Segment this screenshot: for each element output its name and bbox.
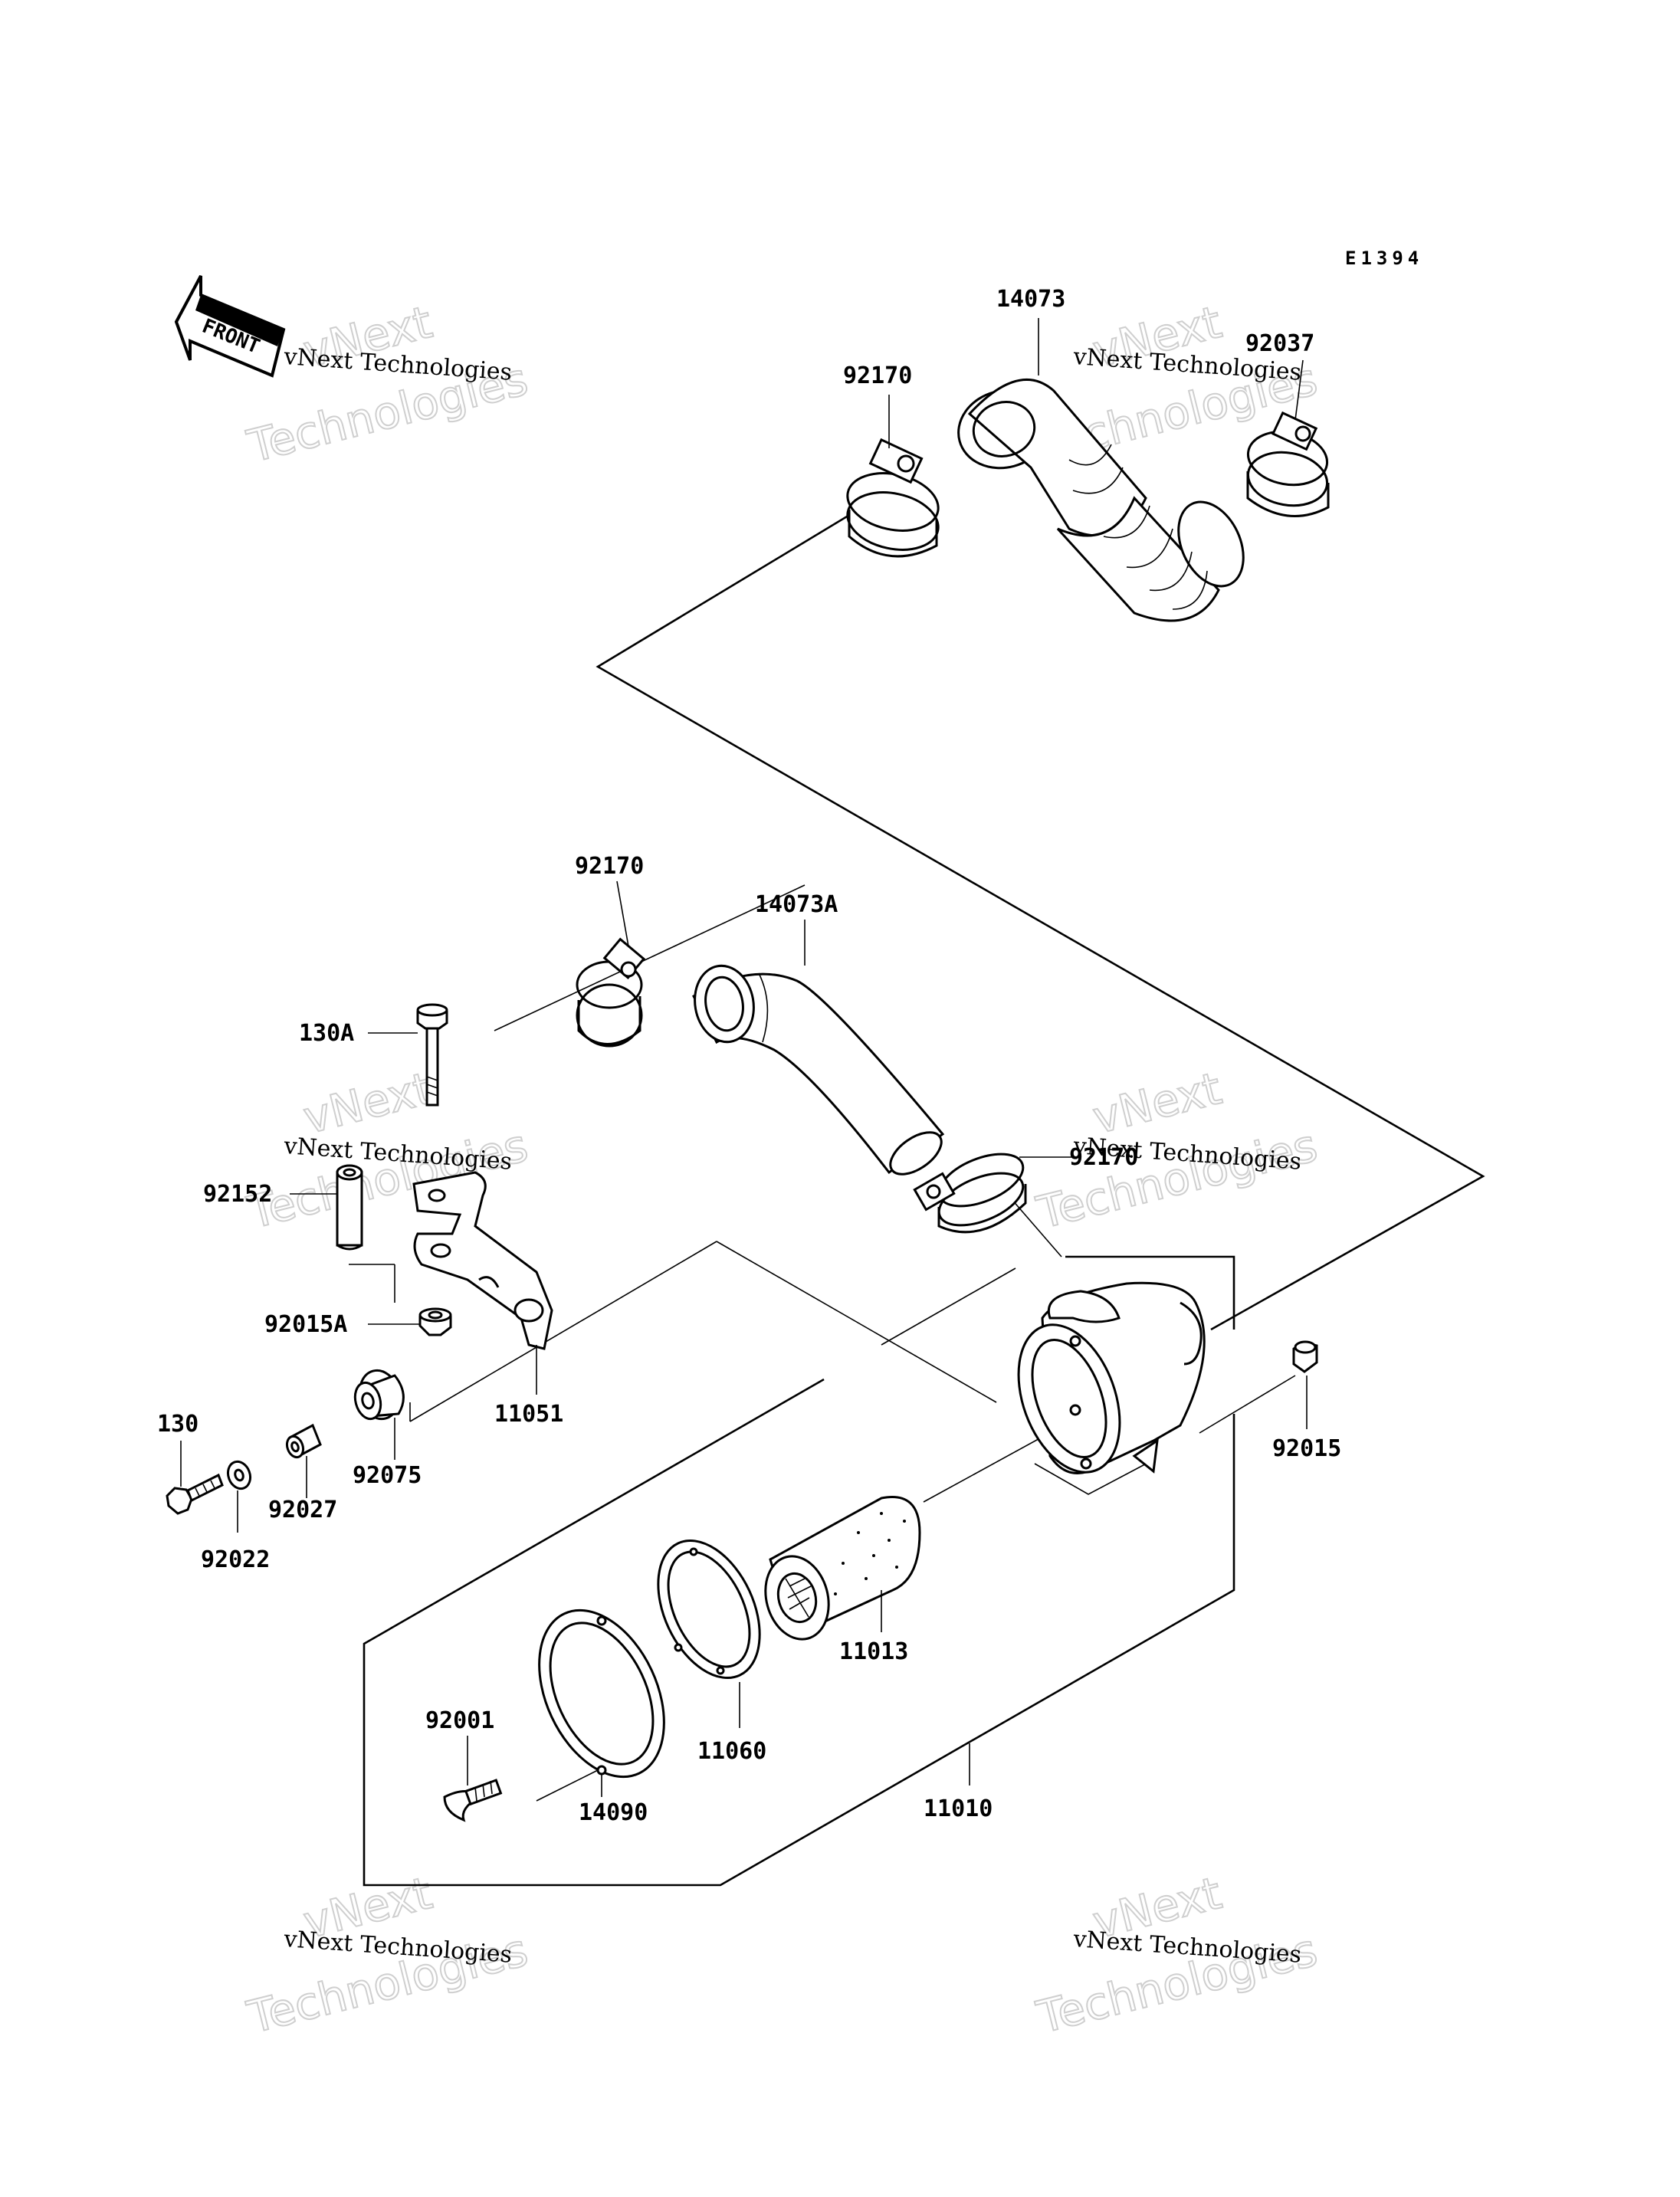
filter-element-11013	[764, 1496, 921, 1641]
label-92037: 92037	[1245, 330, 1314, 357]
hose-clamp-92170-top	[846, 438, 940, 558]
label-14073: 14073	[996, 286, 1065, 313]
hose-clamp-92170-low	[913, 1153, 1027, 1234]
washer-92022	[226, 1460, 252, 1490]
nut-92015	[1292, 1340, 1318, 1373]
svg-text:vNext: vNext	[1088, 1062, 1226, 1144]
hose-clamp-92037	[1246, 411, 1330, 517]
collar-92027	[285, 1423, 322, 1459]
grommet-92075	[353, 1369, 405, 1421]
diagram-code: E1394	[1345, 248, 1423, 269]
cover-14090	[538, 1608, 665, 1779]
air-cleaner-housing	[1017, 1281, 1206, 1474]
label-130A: 130A	[299, 1020, 354, 1047]
label-92015: 92015	[1272, 1435, 1341, 1462]
watermark-top-left: vNext Technologies vNext Technologies	[241, 295, 533, 474]
label-92075: 92075	[353, 1462, 422, 1489]
wing-bolt-92001	[443, 1779, 503, 1822]
intake-tube-14073A	[692, 964, 945, 1176]
collar-92152	[336, 1164, 363, 1251]
label-14073A: 14073A	[755, 891, 838, 918]
watermark-bottom-right: vNext Technologies vNext Technologies	[1031, 1866, 1323, 2045]
label-130: 130	[157, 1411, 199, 1438]
label-14090: 14090	[579, 1799, 648, 1826]
label-11051: 11051	[494, 1401, 563, 1428]
nut-92015A	[418, 1307, 452, 1336]
label-92170-low: 92170	[1069, 1144, 1138, 1171]
label-11060: 11060	[697, 1738, 766, 1765]
watermark-bottom-left: vNext Technologies vNext Technologies	[241, 1866, 533, 2045]
bolt-130A	[416, 1003, 448, 1107]
label-92015A: 92015A	[264, 1311, 347, 1338]
intake-duct-14073	[957, 379, 1245, 622]
watermark-mid-left: vNext Technologies vNext Technologies	[241, 1061, 533, 1240]
svg-text:vNext: vNext	[298, 1062, 437, 1144]
label-92027: 92027	[268, 1497, 337, 1523]
hose-clamp-92170-mid	[576, 937, 646, 1048]
assembly-lines	[349, 508, 1485, 1887]
bracket-11051	[412, 1171, 553, 1350]
bolt-130	[166, 1473, 224, 1515]
label-92170-mid: 92170	[575, 853, 644, 880]
gasket-11060	[657, 1539, 761, 1680]
label-92001: 92001	[425, 1707, 494, 1734]
label-92170-top: 92170	[843, 362, 912, 389]
label-11013: 11013	[839, 1638, 908, 1665]
label-11010: 11010	[924, 1795, 993, 1822]
label-92022: 92022	[201, 1546, 270, 1573]
label-92152: 92152	[203, 1181, 272, 1208]
front-arrow-icon: FRONT	[174, 275, 286, 378]
